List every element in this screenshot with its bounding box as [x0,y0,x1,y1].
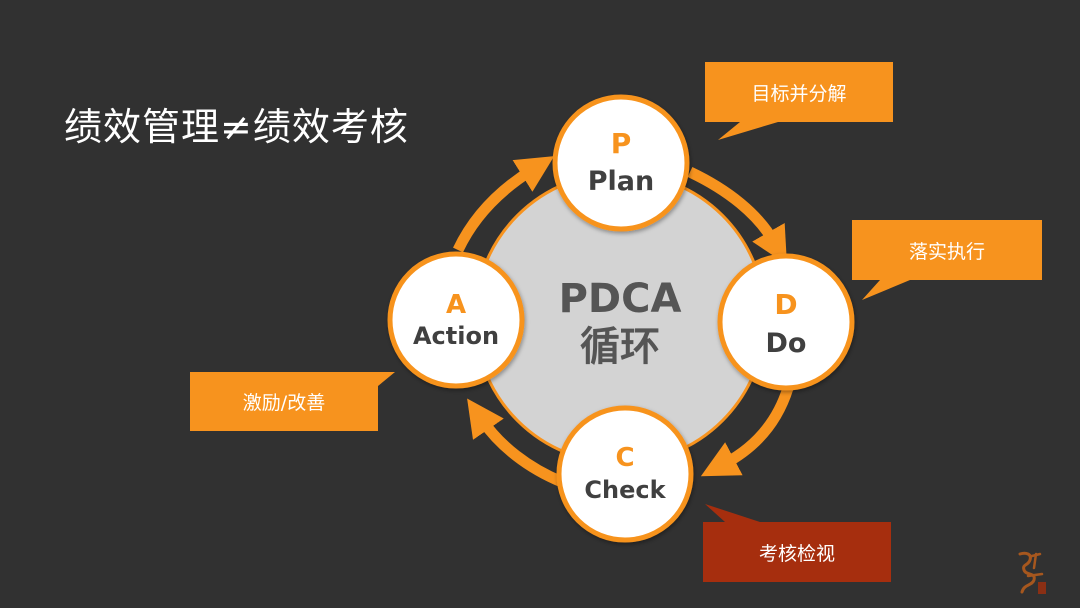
center-label-pdca: PDCA [559,276,682,322]
stage-name-check: Check [584,476,666,504]
stage-letter-check: C [615,443,634,473]
node-check [556,405,694,543]
node-plan [552,94,690,232]
node-do [717,253,855,391]
arrow-do-to-check [700,386,794,477]
callout-check-shape [703,504,891,582]
center-label-cycle: 循环 [580,324,660,370]
arrow-check-to-action [467,398,565,488]
callout-do-shape [852,220,1042,300]
stage-letter-do: D [774,288,797,321]
stage-letter-action: A [446,290,466,320]
stage-letter-plan: P [611,127,632,160]
stage-name-plan: Plan [588,166,655,197]
callout-plan-label: 目标并分解 [751,82,847,105]
callout-action-shape [190,372,395,431]
callout-action-label: 激励/改善 [242,392,326,414]
arrow-action-to-plan [453,156,555,253]
slide-title: 绩效管理≠绩效考核 [64,105,409,149]
node-action [387,251,525,389]
callout-plan-shape [705,62,893,140]
seal-calligraphy-icon [1018,551,1046,594]
stage-name-action: Action [413,322,499,350]
stage-name-do: Do [766,328,807,359]
callout-check-label: 考核检视 [758,542,835,565]
callout-do-label: 落实执行 [908,240,985,263]
arrow-plan-to-do [687,167,787,265]
